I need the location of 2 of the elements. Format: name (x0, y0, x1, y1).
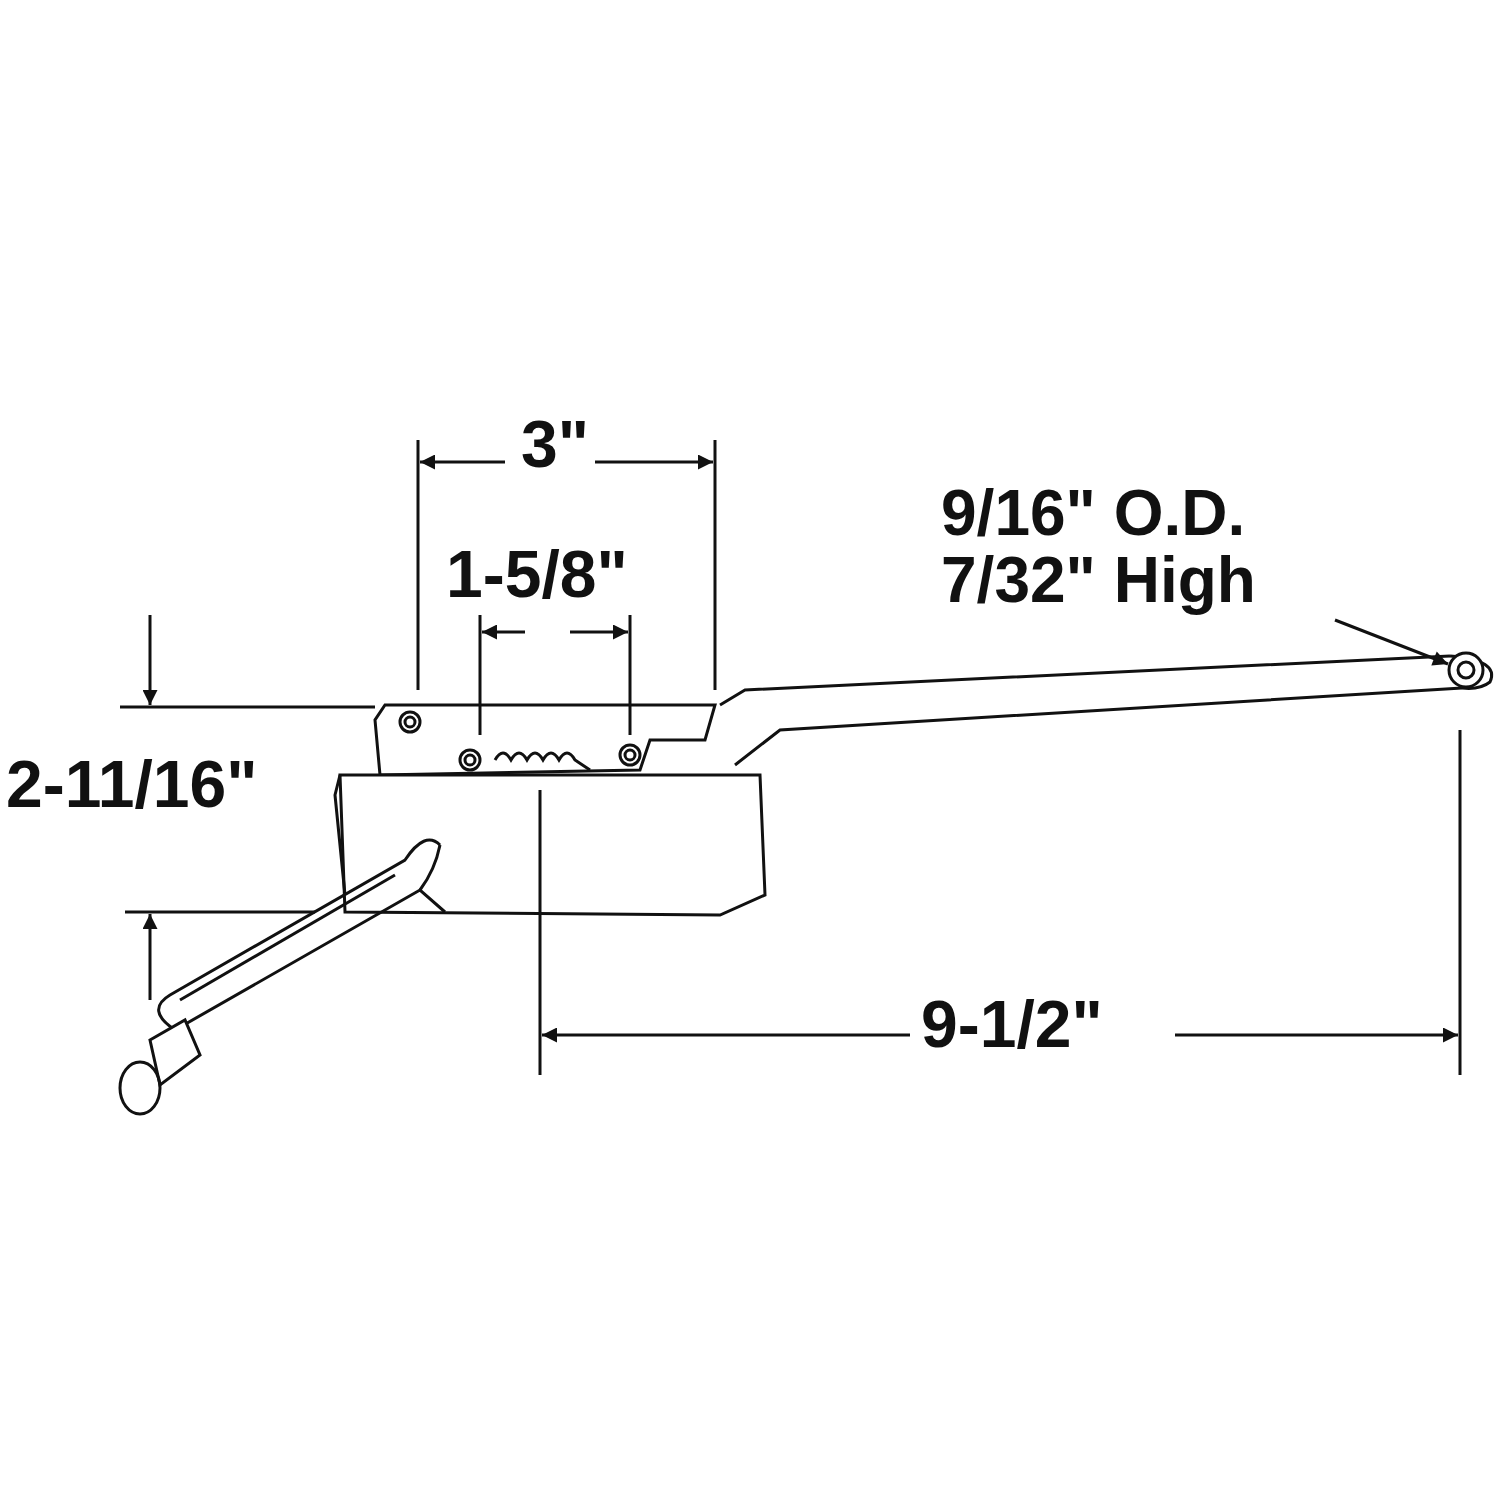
roller (1447, 651, 1485, 689)
leader-line (1334, 618, 1449, 666)
